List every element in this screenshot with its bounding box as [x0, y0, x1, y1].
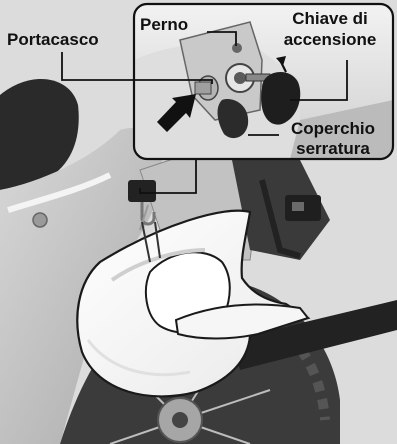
label-coperchio-line2: serratura: [296, 139, 370, 158]
label-perno: Perno: [140, 15, 188, 34]
label-chiave-line1: Chiave di: [292, 9, 368, 28]
label-portacasco: Portacasco: [7, 30, 99, 49]
side-cover-bolt: [33, 213, 47, 227]
label-chiave-line2: accensione: [284, 30, 377, 49]
label-coperchio-line1: Coperchio: [291, 119, 375, 138]
